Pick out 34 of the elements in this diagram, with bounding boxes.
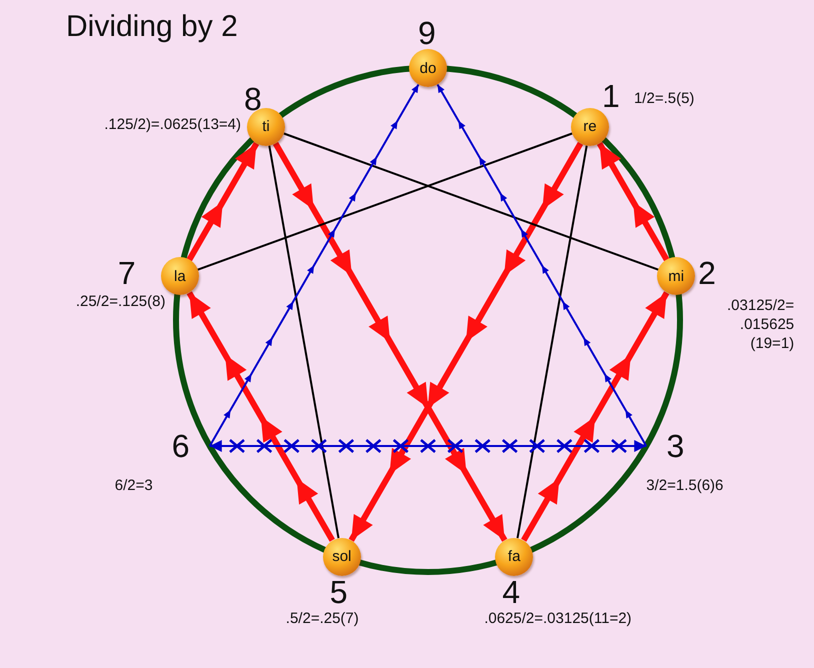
- number-label: 6: [172, 426, 210, 466]
- number-label: 3: [646, 426, 684, 466]
- formula-label: 6/2=3: [114, 476, 153, 495]
- note-sphere: la: [160, 257, 199, 296]
- arrow: [436, 84, 648, 446]
- formula-label: .125/2)=.0625(13=4): [103, 114, 242, 134]
- number-label: 4: [502, 574, 520, 609]
- note-sphere: re: [570, 108, 609, 146]
- formula-label: .5/2=.25(7): [286, 608, 359, 628]
- note-sphere: mi: [657, 257, 696, 296]
- note-sphere: sol: [322, 538, 361, 576]
- number-label: 2: [698, 256, 716, 290]
- connector-line: [284, 132, 659, 271]
- formula-label: .0625/2=.03125(11=2): [484, 608, 632, 628]
- formula-label: .03125/2= .015625 (19=1): [726, 296, 794, 354]
- arrow: [186, 142, 260, 262]
- arrow: [208, 84, 420, 446]
- title: Dividing by 2: [66, 10, 238, 44]
- arrow: [596, 142, 670, 262]
- arrow: [186, 291, 335, 542]
- formula-label: 1/2=.5(5): [634, 88, 694, 108]
- note-sphere: do: [409, 49, 447, 87]
- formula-label: 3/2=1.5(6)6: [646, 476, 724, 495]
- arrow: [348, 142, 584, 542]
- number-label: 7: [118, 256, 136, 290]
- note-sphere: fa: [495, 538, 534, 576]
- number-label: 5: [330, 574, 348, 609]
- connector-line: [197, 132, 572, 271]
- number-label: 9: [418, 16, 436, 50]
- arrow: [272, 142, 508, 542]
- arrow: [521, 291, 670, 542]
- connector-line: [268, 146, 340, 538]
- connector-line: [516, 146, 588, 538]
- double-arrow: [210, 439, 646, 453]
